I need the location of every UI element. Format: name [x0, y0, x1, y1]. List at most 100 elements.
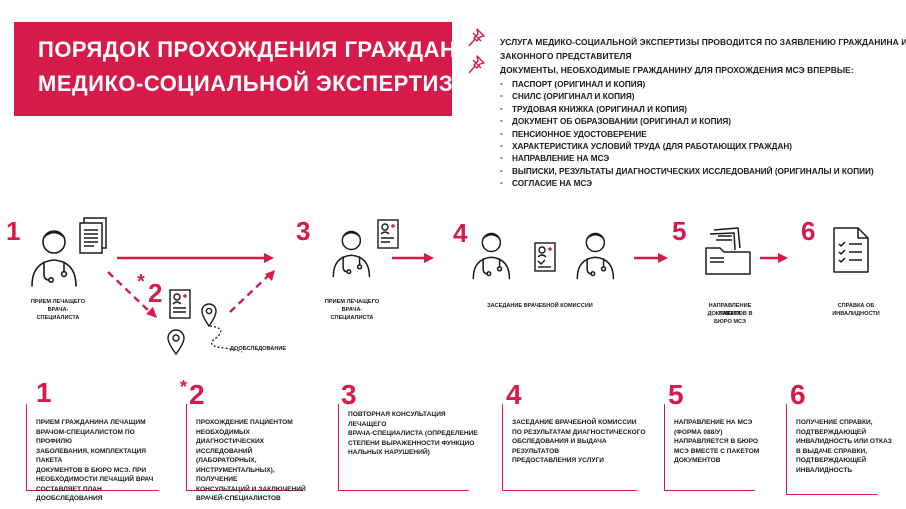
medical-form-icon	[169, 289, 191, 319]
card-line: НЕОБХОДИМЫХ ДИАГНОСТИЧЕСКИХ	[196, 428, 265, 446]
card-line: ПОВТОРНАЯ КОНСУЛЬТАЦИЯ ЛЕЧАЩЕГО	[348, 411, 446, 428]
list-item: ХАРАКТЕРИСТИКА УСЛОВИЙ ТРУДА (ДЛЯ РАБОТА…	[500, 141, 874, 154]
page-title-line-1: ПОРЯДОК ПРОХОЖДЕНИЯ ГРАЖДАНИНОМ	[38, 37, 526, 62]
card-3-number: 3	[341, 379, 357, 410]
step-2-star: *	[137, 271, 145, 293]
card-line: ПО РЕЗУЛЬТАТАМ ДИАГНОСТИЧЕСКОГО	[512, 428, 646, 436]
step-3-caption-line-1: ПРИЕМ ЛЕЧАЩЕГО	[324, 299, 380, 305]
documents-list: ПАСПОРТ (ОРИГИНАЛ И КОПИЯ) СНИЛС (ОРИГИН…	[500, 79, 874, 192]
card-line: НАПРАВЛЕНИЕ НА МСЭ	[674, 419, 753, 426]
card-line: ИНВАЛИДНОСТЬ	[796, 466, 853, 474]
doctor-icon	[576, 232, 615, 280]
service-text-line-2: ЗАКОННОГО ПРЕДСТАВИТЕЛЯ	[500, 51, 632, 61]
card-line: ПОДТВЕРЖДАЮЩЕЙ	[796, 428, 867, 436]
step-6-number: 6	[801, 216, 816, 246]
list-item: ПАСПОРТ (ОРИГИНАЛ И КОПИЯ)	[500, 79, 874, 92]
list-item: ТРУДОВАЯ КНИЖКА (ОРИГИНАЛ И КОПИЯ)	[500, 104, 874, 117]
card-line: ДОКУМЕНТОВ В БЮРО МСЭ. ПРИ	[36, 466, 147, 474]
medical-form-icon	[377, 219, 399, 249]
card-line: НЕОБХОДИМОСТИ ЛЕЧАЩИЙ ВРАЧ	[36, 476, 154, 484]
service-text-line-1: УСЛУГА МЕДИКО-СОЦИАЛЬНОЙ ЭКСПЕРТИЗЫ ПРОВ…	[500, 37, 906, 47]
page-title-line-2: МЕДИКО-СОЦИАЛЬНОЙ ЭКСПЕРТИЗЫ	[38, 71, 476, 96]
step-5-number: 5	[672, 216, 687, 246]
list-item: ВЫПИСКИ, РЕЗУЛЬТАТЫ ДИАГНОСТИЧЕСКИХ ИССЛ…	[500, 166, 874, 179]
card-line: В ВЫДАЧЕ СПРАВКИ,	[796, 447, 868, 455]
card-line: ПРЕДОСТАВЛЕНИЯ УСЛУГИ	[512, 457, 604, 465]
step-3-number: 3	[296, 216, 311, 246]
step-5-caption-line-2: ДОКУМЕНТОВ В БЮРО МСЭ	[707, 311, 753, 326]
card-line: ВРАЧОМ-СПЕЦИАЛИСТОМ ПО ПРОФИЛЮ	[36, 428, 135, 446]
card-5-text: НАПРАВЛЕНИЕ НА МСЭ (ФОРМА 088/У) НАПРАВЛ…	[674, 418, 760, 466]
doctor-icon	[332, 230, 371, 278]
card-2	[186, 404, 303, 491]
card-line: ВРАЧА-СПЕЦИАЛИСТА (ОПРЕДЕЛЕНИЕ	[348, 430, 478, 438]
card-line: ПРОХОЖДЕНИЕ ПАЦИЕНТОМ	[196, 419, 293, 426]
step-2-caption: ДООБСЛЕДОВАНИЕ	[230, 346, 287, 352]
location-pin-icon	[201, 303, 217, 328]
card-1	[26, 404, 159, 491]
list-item: НАПРАВЛЕНИЕ НА МСЭ	[500, 153, 874, 166]
card-line: МСЭ ВМЕСТЕ С ПАКЕТОМ	[674, 447, 760, 455]
card-1-text: ПРИЕМ ГРАЖДАНИНА ЛЕЧАЩИМ ВРАЧОМ-СПЕЦИАЛИ…	[36, 418, 166, 504]
card-line: (ФОРМА 088/У)	[674, 428, 723, 436]
card-line: НАЛЬНЫХ НАРУШЕНИЙ)	[348, 449, 430, 457]
location-pin-icon	[167, 329, 185, 356]
step-2-number: 2	[148, 278, 163, 308]
list-item: СОГЛАСИЕ НА МСЭ	[500, 178, 874, 191]
card-line: ИНВАЛИДНОСТЬ ИЛИ ОТКАЗ	[796, 438, 892, 446]
step-3-caption-line-2: ВРАЧА-СПЕЦИАЛИСТА	[330, 307, 374, 322]
pushpin-icon	[468, 55, 485, 74]
card-3	[338, 404, 469, 491]
checklist-icon	[833, 227, 869, 273]
card-line: НАПРАВЛЯЕТСЯ В БЮРО	[674, 438, 759, 446]
card-line: КОНСУЛЬТАЦИЙ И ЗАКЛЮЧЕНИЙ	[196, 485, 306, 493]
card-line: ЗАБОЛЕВАНИЯ, КОМПЛЕКТАЦИЯ ПАКЕТА	[36, 447, 146, 465]
step-4-caption: ЗАСЕДАНИЕ ВРАЧЕБНОЙ КОМИССИИ	[487, 303, 593, 309]
doctor-icon	[472, 232, 511, 280]
documents-title: ДОКУМЕНТЫ, НЕОБХОДИМЫЕ ГРАЖДАНИНУ ДЛЯ ПР…	[500, 65, 854, 75]
card-5-number: 5	[668, 379, 684, 410]
card-6	[786, 404, 877, 495]
card-line: ДОКУМЕНТОВ	[674, 457, 721, 465]
card-6-text: ПОЛУЧЕНИЕ СПРАВКИ, ПОДТВЕРЖДАЮЩЕЙ ИНВАЛИ…	[796, 418, 896, 475]
document-icon	[79, 217, 107, 254]
card-line: СОСТАВЛЯЕТ ПЛАН ДООБСЛЕДОВАНИЯ	[36, 485, 103, 503]
card-4	[502, 404, 637, 491]
doctor-icon	[31, 230, 77, 287]
card-line: ПОДТВЕРЖДАЮЩЕЙ	[796, 457, 867, 465]
card-line: ИНСТРУМЕНТАЛЬНЫХ), ПОЛУЧЕНИЕ	[196, 466, 275, 484]
list-item: СНИЛС (ОРИГИНАЛ И КОПИЯ)	[500, 91, 874, 104]
step-4-number: 4	[453, 218, 468, 248]
card-3-text: ПОВТОРНАЯ КОНСУЛЬТАЦИЯ ЛЕЧАЩЕГО ВРАЧА-СП…	[348, 410, 478, 458]
card-4-text: ЗАСЕДАНИЕ ВРАЧЕБНОЙ КОМИССИИ ПО РЕЗУЛЬТА…	[512, 418, 646, 466]
card-line: ИССЛЕДОВАНИЙ (ЛАБОРАТОРНЫХ,	[196, 447, 257, 465]
card-5	[664, 404, 755, 491]
card-line: ПОЛУЧЕНИЕ СПРАВКИ,	[796, 419, 873, 426]
card-line: ОБСЛЕДОВАНИЯ И ВЫДАЧА РЕЗУЛЬТАТОВ	[512, 438, 607, 455]
list-item: ПЕНСИОННОЕ УДОСТОВЕРЕНИЕ	[500, 129, 874, 142]
medical-form-icon	[534, 242, 556, 272]
card-4-number: 4	[506, 379, 522, 410]
card-1-number: 1	[36, 377, 52, 408]
card-2-number: 2	[189, 379, 205, 410]
card-line: ВРАЧЕЙ-СПЕЦИАЛИСТОВ	[196, 495, 281, 503]
route-path	[209, 325, 243, 353]
card-line: ЗАСЕДАНИЕ ВРАЧЕБНОЙ КОМИССИИ	[512, 419, 637, 426]
card-line: ПРИЕМ ГРАЖДАНИНА ЛЕЧАЩИМ	[36, 419, 146, 426]
folder-with-documents-icon	[705, 227, 751, 275]
step-1-number: 1	[6, 216, 21, 246]
step-6-caption: СПРАВКА ОБ ИНВАЛИДНОСТИ	[832, 303, 880, 318]
step-1-caption-line-2: ВРАЧА-СПЕЦИАЛИСТА	[36, 307, 80, 322]
list-item: ДОКУМЕНТ ОБ ОБРАЗОВАНИИ (ОРИГИНАЛ И КОПИ…	[500, 116, 874, 129]
step-1-caption-line-1: ПРИЕМ ЛЕЧАЩЕГО	[30, 299, 86, 305]
pushpin-icon	[468, 28, 485, 47]
card-line: СТЕПЕНИ ВЫРАЖЕННОСТИ ФУНКЦИО	[348, 439, 475, 447]
step-5-caption-line-1: НАПРАВЛЕНИЕ ПАКЕТА	[708, 303, 752, 318]
title-banner	[14, 22, 452, 116]
